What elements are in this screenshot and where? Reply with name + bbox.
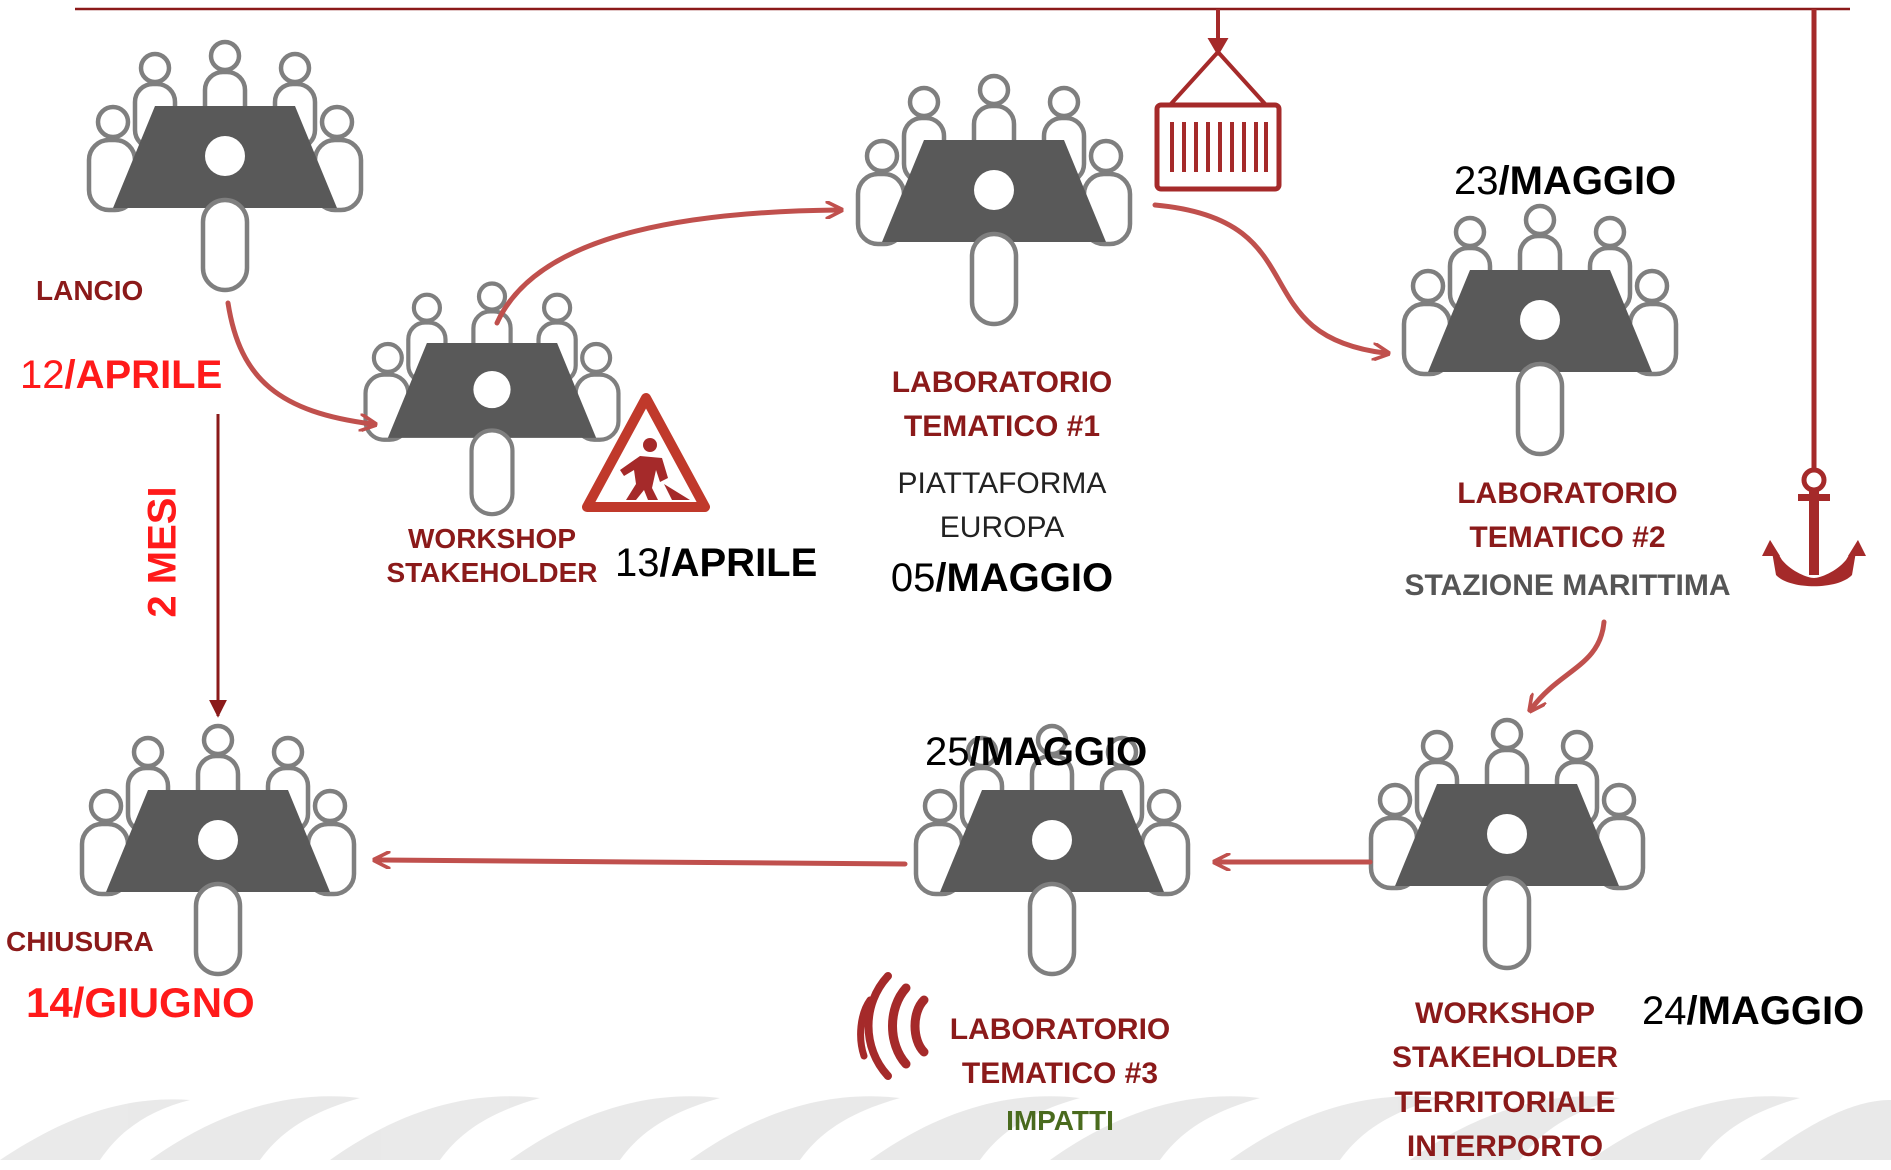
- label-workshop2: WORKSHOP STAKEHOLDER TERRITORIALE INTERP…: [1385, 992, 1625, 1170]
- label-workshop1: WORKSHOP STAKEHOLDER: [372, 522, 612, 589]
- label-lancio: LANCIO: [36, 275, 144, 306]
- meeting-table-icon-lancio: [89, 42, 361, 290]
- label-workshop2-line3: TERRITORIALE: [1394, 1085, 1616, 1119]
- date-workshop1-month: /APRILE: [659, 541, 818, 585]
- label-lab2-sub: STAZIONE MARITTIMA: [1404, 569, 1731, 602]
- meeting-table-icon-workshop1: [366, 284, 619, 515]
- sound-wave-icon: [857, 972, 929, 1080]
- label-lab2-line2: TEMATICO #2: [1469, 521, 1666, 555]
- date-lab2-day: 23: [1454, 159, 1499, 203]
- meeting-table-icon-workshop2: [1371, 720, 1643, 968]
- date-lab3: 25/MAGGIO: [925, 732, 1147, 772]
- label-workshop2-line2: STAKEHOLDER: [1391, 1041, 1619, 1075]
- date-lab2: 23/MAGGIO: [1454, 161, 1676, 201]
- date-lab1: 05/MAGGIO: [862, 558, 1142, 598]
- date-workshop1-day: 13: [615, 541, 660, 585]
- arrow-workshop1-lab1: [494, 210, 838, 326]
- meeting-table-icon-lab2: [1404, 206, 1676, 454]
- label-lab1-sub1: PIATTAFORMA: [897, 467, 1107, 500]
- date-lancio-day: 12: [20, 353, 65, 397]
- arrow-lab2-workshop2: [1532, 619, 1607, 708]
- date-lab1-day: 05: [890, 556, 936, 600]
- date-lancio: 12/APRILE: [20, 355, 222, 395]
- arrow-lancio-workshop1: [225, 300, 372, 424]
- date-lab3-month: /MAGGIO: [969, 730, 1148, 774]
- date-lab1-month: /MAGGIO: [935, 556, 1114, 600]
- label-lab2: LABORATORIO TEMATICO #2: [1410, 472, 1725, 561]
- label-lab3-sub: IMPATTI: [1006, 1105, 1114, 1136]
- label-lab2-line1: LABORATORIO: [1457, 477, 1678, 510]
- date-workshop2-month: /MAGGIO: [1686, 989, 1865, 1033]
- anchor-icon: [1762, 9, 1866, 587]
- arrow-lab1-lab2: [1152, 202, 1385, 353]
- container-crane-icon: [1154, 9, 1282, 192]
- label-lab3: LABORATORIO TEMATICO #3: [925, 1008, 1195, 1097]
- label-lab1-line2: TEMATICO #1: [903, 410, 1101, 444]
- waves-icon: [0, 1096, 1891, 1160]
- date-workshop2: 24/MAGGIO: [1642, 991, 1864, 1031]
- label-workshop1-line2: STAKEHOLDER: [386, 556, 598, 588]
- date-chiusura: 14/GIUGNO: [26, 979, 255, 1026]
- label-lab1: LABORATORIO TEMATICO #1: [862, 361, 1142, 450]
- label-workshop2-line1: WORKSHOP: [1415, 997, 1595, 1030]
- worker-sign-icon: [582, 393, 710, 512]
- label-workshop1-line1: WORKSHOP: [408, 523, 576, 554]
- date-workshop1: 13/APRILE: [615, 543, 817, 583]
- label-lab1-line1: LABORATORIO: [891, 366, 1113, 399]
- date-workshop2-day: 24: [1642, 989, 1687, 1033]
- date-lancio-month: /APRILE: [64, 353, 223, 397]
- label-chiusura: CHIUSURA: [6, 926, 154, 957]
- label-lab1-sub2: EUROPA: [939, 511, 1065, 545]
- flow-arrows: [225, 202, 1607, 864]
- label-lab3-line1: LABORATORIO: [949, 1013, 1171, 1046]
- date-lab3-day: 25: [925, 730, 970, 774]
- meeting-table-icon-lab1: [858, 76, 1130, 324]
- duration-label: 2 MESI: [141, 486, 185, 617]
- label-workshop2-line4: INTERPORTO: [1406, 1130, 1604, 1164]
- label-lab3-line2: TEMATICO #3: [961, 1057, 1159, 1091]
- arrow-lab3-chiusura: [378, 860, 908, 864]
- date-lab2-month: /MAGGIO: [1498, 159, 1677, 203]
- label-lab1-sub: PIATTAFORMA EUROPA: [862, 462, 1142, 551]
